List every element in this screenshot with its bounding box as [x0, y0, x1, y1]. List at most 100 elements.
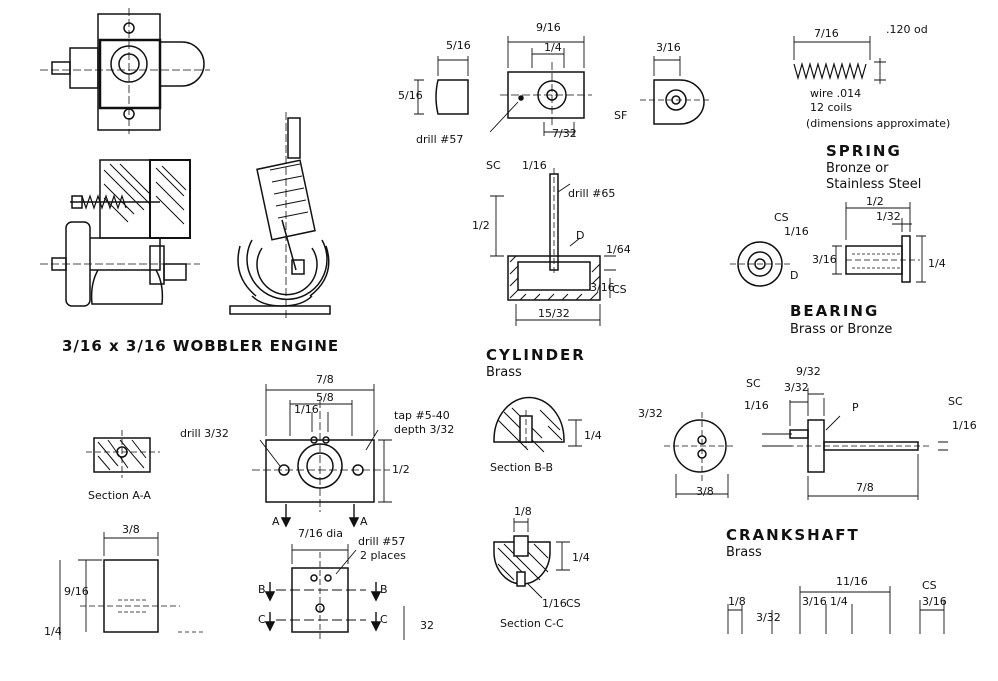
crankshaft-drawing — [664, 388, 948, 500]
bearing-drawing — [730, 202, 926, 287]
port-face-dim-2: 5/8 — [316, 391, 334, 404]
port-face-depth: depth 3/32 — [394, 423, 455, 436]
bearing-tag-cs: CS — [774, 211, 789, 224]
section-marker-a-left: A — [272, 515, 280, 528]
standard-dim-3: 1/4 — [44, 625, 62, 638]
bottom-dim-6: 3/16 — [922, 595, 947, 608]
cylinder-side-tag-d: D — [576, 229, 585, 242]
section-c-c-label: Section C-C — [500, 617, 564, 630]
crankshaft-dim-2: 3/32 — [784, 381, 809, 394]
section-c-c-dim-1: 1/8 — [514, 505, 532, 518]
spring-material-2: Stainless Steel — [826, 177, 922, 192]
spring-od: .120 od — [886, 23, 928, 36]
cylinder-top-dim-5: 7/32 — [552, 127, 577, 140]
bearing-dim-4: 3/16 — [812, 253, 837, 266]
bottom-dim-3: 11/16 — [836, 575, 868, 588]
cylinder-side-dim-4: 3/16 — [590, 281, 615, 294]
section-a-a-label: Section A-A — [88, 489, 151, 502]
crankshaft-dim-7: 1/16 — [952, 419, 977, 432]
bearing-material: Brass or Bronze — [790, 322, 893, 337]
port-face-dim-h: 1/2 — [392, 463, 410, 476]
crankshaft-tag-p: P — [852, 401, 859, 414]
crankshaft-heading: CRANKSHAFT — [726, 526, 860, 544]
crankshaft-dim-5: 3/8 — [696, 485, 714, 498]
cylinder-side-dim-1: 1/16 — [522, 159, 547, 172]
cylinder-side-dim-5: 15/32 — [538, 307, 570, 320]
cylinder-material: Brass — [486, 365, 522, 380]
cylinder-side-tag-sc: SC — [486, 159, 501, 172]
section-marker-c-right: C — [380, 613, 388, 626]
cylinder-top-tag: SF — [614, 109, 628, 122]
section-a-a-drawing — [86, 430, 160, 478]
cylinder-side-section — [490, 168, 616, 326]
spring-length: 7/16 — [814, 27, 839, 40]
port-face-drawing — [252, 384, 392, 528]
bottom-dim-5: 1/4 — [830, 595, 848, 608]
cylinder-side-dim-2: 1/2 — [472, 219, 490, 232]
cylinder-top-dim-3: 5/16 — [446, 39, 471, 52]
cylinder-side-drill: drill #65 — [568, 187, 616, 200]
bearing-dim-3: 1/16 — [784, 225, 809, 238]
section-b-b-label: Section B-B — [490, 461, 554, 474]
lower-standard-drawing — [59, 532, 206, 640]
section-c-c-drawing — [493, 518, 570, 599]
cylinder-top-dim-6: 3/16 — [656, 41, 681, 54]
cylinder-top-views — [414, 36, 710, 136]
section-marker-a-right: A — [360, 515, 368, 528]
section-marker-b-right: B — [380, 583, 388, 596]
crankshaft-dim-6: 7/8 — [856, 481, 874, 494]
crankshaft-dim-4: 3/32 — [638, 407, 663, 420]
spring-material: Bronze or — [826, 161, 889, 176]
port-face-drill: drill 3/32 — [180, 427, 229, 440]
cylinder-heading: CYLINDER — [486, 346, 586, 364]
spring-heading: SPRING — [826, 142, 902, 160]
bearing-dim-5: 1/4 — [928, 257, 946, 270]
section-b-b-drawing — [493, 396, 582, 453]
section-b-b-dim: 1/4 — [584, 429, 602, 442]
crankshaft-material: Brass — [726, 545, 762, 560]
port-face-dim-1: 7/8 — [316, 373, 334, 386]
lower-right-drawing — [727, 586, 945, 634]
engine-title: 3/16 x 3/16 WOBBLER ENGINE — [62, 337, 340, 355]
port-face-dim-3: 1/16 — [294, 403, 319, 416]
crankshaft-dim-1: 9/32 — [796, 365, 821, 378]
section-c-c-dim-3: 1/16 — [542, 597, 567, 610]
bearing-heading: BEARING — [790, 302, 880, 320]
piston-drill: drill #57 — [358, 535, 406, 548]
piston-dia: 7/16 dia — [298, 527, 343, 540]
cylinder-side-dim-3: 1/64 — [606, 243, 631, 256]
port-face-tap: tap #5-40 — [394, 409, 450, 422]
section-marker-c-left: C — [258, 613, 266, 626]
cylinder-top-dim-4: 5/16 — [398, 89, 423, 102]
crankshaft-dim-3: 1/16 — [744, 399, 769, 412]
crankshaft-tag-sc-left: SC — [746, 377, 761, 390]
cylinder-top-dim-1: 9/16 — [536, 21, 561, 34]
spring-drawing — [793, 36, 886, 84]
crankshaft-tag-sc-right: SC — [948, 395, 963, 408]
bearing-dim-2: 1/32 — [876, 210, 901, 223]
bearing-tag-d: D — [790, 269, 799, 282]
section-c-c-tag: CS — [566, 597, 581, 610]
bearing-dim-1: 1/2 — [866, 195, 884, 208]
spring-wire: wire .014 — [810, 87, 862, 100]
cylinder-top-dim-2: 1/4 — [544, 41, 562, 54]
bottom-dim-1: 1/8 — [728, 595, 746, 608]
standard-dim-1: 3/8 — [122, 523, 140, 536]
bottom-dim-2: 3/32 — [756, 611, 781, 624]
spring-note: (dimensions approximate) — [806, 117, 951, 130]
bottom-dim-4: 3/16 — [802, 595, 827, 608]
section-c-c-dim-2: 1/4 — [572, 551, 590, 564]
piston-dim-32: 32 — [420, 619, 434, 632]
standard-dim-2: 9/16 — [64, 585, 89, 598]
bottom-tag-cs: CS — [922, 579, 937, 592]
cylinder-top-drill: drill #57 — [416, 133, 464, 146]
cylinder-side-tag-cs: CS — [612, 283, 627, 296]
spring-coils: 12 coils — [810, 101, 853, 114]
piston-places: 2 places — [360, 549, 406, 562]
lower-piston-drawing — [264, 544, 405, 640]
assembly-side-view — [229, 112, 331, 318]
assembly-front-section — [40, 159, 200, 307]
section-marker-b-left: B — [258, 583, 266, 596]
assembly-top-view — [40, 8, 210, 134]
